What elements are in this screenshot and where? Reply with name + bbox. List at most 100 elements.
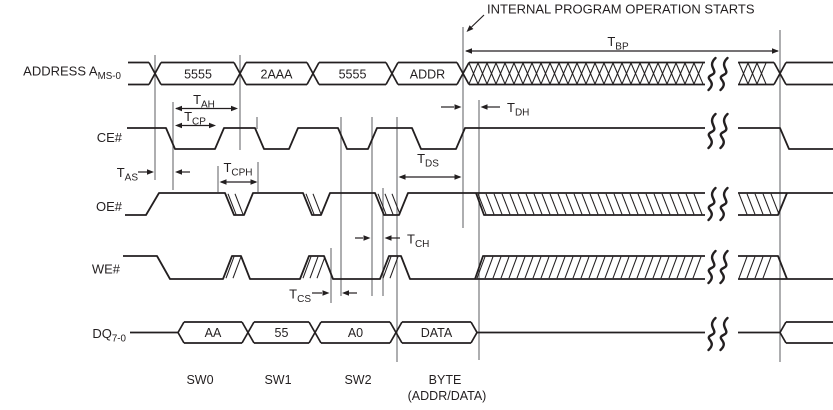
hatch-line xyxy=(504,62,515,85)
arrowhead xyxy=(322,290,330,296)
hatch-line xyxy=(500,256,510,279)
tdh-main: T xyxy=(507,100,515,115)
oe-dontcare-band-edges xyxy=(475,192,788,216)
timing-label-tch: TCH xyxy=(407,232,429,251)
time-break-symbol xyxy=(719,186,729,222)
hatch-line xyxy=(648,62,659,85)
hatch-line xyxy=(637,193,647,215)
hatch-line xyxy=(309,256,319,279)
dq-cell-value: DATA xyxy=(421,326,453,340)
hatch-line xyxy=(677,193,687,215)
hatch-line xyxy=(564,256,574,279)
hatch-line xyxy=(225,256,235,279)
address-cell-value: 5555 xyxy=(339,68,367,82)
hatch-line xyxy=(661,193,671,215)
hatch-line xyxy=(516,256,526,279)
hatch-line xyxy=(508,256,518,279)
address-signal xyxy=(128,61,833,86)
hatch-line xyxy=(384,193,394,215)
hatch-line xyxy=(573,193,583,215)
arrowhead xyxy=(772,48,779,54)
hatch-line xyxy=(621,62,632,85)
arrowhead xyxy=(342,290,349,296)
hatch-line xyxy=(525,193,535,215)
hatch-line xyxy=(660,256,670,279)
hatch-line xyxy=(316,256,326,279)
hatch-line xyxy=(312,193,322,215)
hatch-line xyxy=(644,256,654,279)
hatch-line xyxy=(605,193,615,215)
hatch-line xyxy=(549,193,559,215)
hatch-line xyxy=(639,62,650,85)
hatch-line xyxy=(585,62,596,85)
address-label-main: ADDRESS A xyxy=(23,64,98,79)
hatch-line xyxy=(495,62,506,85)
hatch-line xyxy=(576,62,587,85)
hatch-line xyxy=(581,193,591,215)
hatch-line xyxy=(533,193,543,215)
address-bus-crossings xyxy=(148,62,787,85)
dq-label-main: DQ xyxy=(92,326,112,341)
oe-signal xyxy=(125,192,833,216)
we-signal xyxy=(123,255,833,280)
tbp-sub: BP xyxy=(615,42,629,53)
tcph-sub: CPH xyxy=(231,168,252,179)
hatch-line xyxy=(612,256,622,279)
arrowhead xyxy=(363,235,371,241)
time-break-symbol xyxy=(719,316,729,352)
hatch-line xyxy=(509,193,519,215)
hatch-line xyxy=(603,62,614,85)
timing-label-tcp: TCP xyxy=(184,109,206,128)
hatch-line xyxy=(522,62,533,85)
arrowhead xyxy=(465,48,472,54)
ce-row-label: CE# xyxy=(97,130,123,145)
arrowhead xyxy=(466,25,474,32)
address-label-sub: MS-0 xyxy=(98,71,122,82)
arrowhead xyxy=(250,179,258,185)
ce-signal xyxy=(127,127,833,150)
hatch-line xyxy=(477,62,488,85)
hatch-line xyxy=(747,62,758,85)
hatch-line xyxy=(234,193,244,215)
hatch-line xyxy=(693,193,703,215)
hatch-line xyxy=(391,193,401,215)
tas-sub: AS xyxy=(125,173,139,184)
hatch-line xyxy=(762,193,772,215)
dimension-arrows xyxy=(138,14,779,296)
hatch-line xyxy=(746,193,756,215)
guide-lines xyxy=(154,27,781,362)
arrowhead xyxy=(209,122,216,129)
address-cell-value: ADDR xyxy=(410,68,445,82)
hatch-line xyxy=(541,193,551,215)
hatch-line xyxy=(596,256,606,279)
tcp-main: T xyxy=(184,109,192,124)
time-break-symbol xyxy=(707,186,717,222)
hatch-line xyxy=(486,62,497,85)
tcp-sub: CP xyxy=(192,117,206,128)
time-break-symbol xyxy=(719,249,729,285)
hatch-line xyxy=(477,193,487,215)
hatch-line xyxy=(532,256,542,279)
hatch-line xyxy=(621,193,631,215)
hatch-line xyxy=(738,62,749,85)
hatch-line xyxy=(762,256,772,279)
we-waveform xyxy=(123,255,833,280)
hatch-line xyxy=(389,256,399,279)
dq-cell-value: AA xyxy=(205,326,222,340)
hatch-line xyxy=(302,256,312,279)
arrowhead xyxy=(147,169,154,175)
hatch-line xyxy=(685,193,695,215)
hatch-line xyxy=(754,256,764,279)
hatch-line xyxy=(597,193,607,215)
hatch-line xyxy=(476,256,486,279)
hatch-line xyxy=(692,256,702,279)
hatch-line xyxy=(377,193,387,215)
hatch-line xyxy=(756,62,767,85)
arrowhead xyxy=(454,174,462,180)
tch-main: T xyxy=(407,232,415,247)
arrowhead xyxy=(219,179,227,185)
timing-label-tas: TAS xyxy=(117,165,139,184)
phase-label-byte: BYTE xyxy=(429,373,462,387)
address-bus-rails xyxy=(128,61,833,86)
